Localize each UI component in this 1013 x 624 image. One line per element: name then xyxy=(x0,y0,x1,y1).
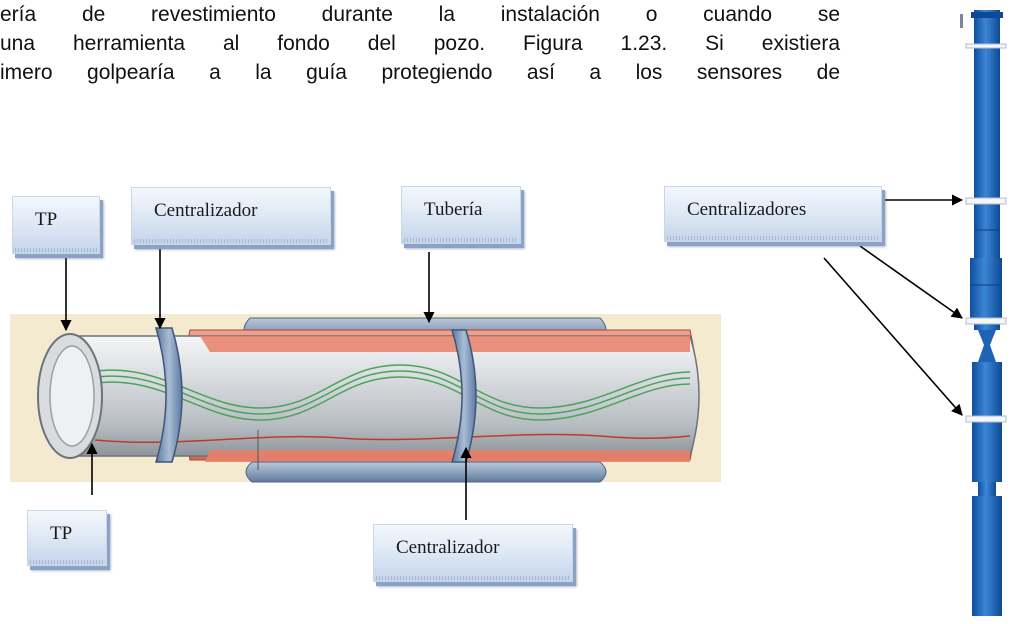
lower-sheath xyxy=(245,461,607,483)
tool-top-mark xyxy=(960,14,963,28)
paragraph-line-2: una herramienta al fondo del pozo. Figur… xyxy=(0,32,840,55)
lower-guide-strip xyxy=(205,450,690,462)
centralizer-ring-left xyxy=(154,327,183,463)
green-cable-2 xyxy=(89,370,691,415)
green-cable-1 xyxy=(89,364,691,409)
tool-top-band xyxy=(965,43,1007,49)
tool-string xyxy=(970,10,1003,616)
pipe-bore xyxy=(49,345,95,447)
red-cable xyxy=(94,433,691,444)
label-centralizador-top: Centralizador xyxy=(131,187,331,245)
paragraph-line-3: imero golpearía a la guía protegiendo as… xyxy=(0,61,840,84)
pipe-body xyxy=(69,335,700,457)
label-centralizadores: Centralizadores xyxy=(664,186,882,242)
upper-guide-strip xyxy=(200,336,690,352)
paragraph-line-1: ería de revestimiento durante la instala… xyxy=(0,3,840,26)
green-cable-3 xyxy=(89,376,691,421)
label-tp-bottom: TP xyxy=(27,510,107,566)
tool-centralizer-band-3 xyxy=(965,415,1007,423)
arrow-centralizadores-2 xyxy=(859,245,963,319)
arrow-centralizadores-3 xyxy=(823,257,963,416)
tool-centralizer-band-1 xyxy=(965,197,1007,205)
label-centralizador-bottom: Centralizador xyxy=(373,524,573,582)
body-paragraph: ería de revestimiento durante la instala… xyxy=(0,0,840,87)
tool-centralizer-band-2 xyxy=(965,317,1007,325)
label-tuberia: Tubería xyxy=(401,186,521,244)
label-tp-top: TP xyxy=(12,196,100,254)
